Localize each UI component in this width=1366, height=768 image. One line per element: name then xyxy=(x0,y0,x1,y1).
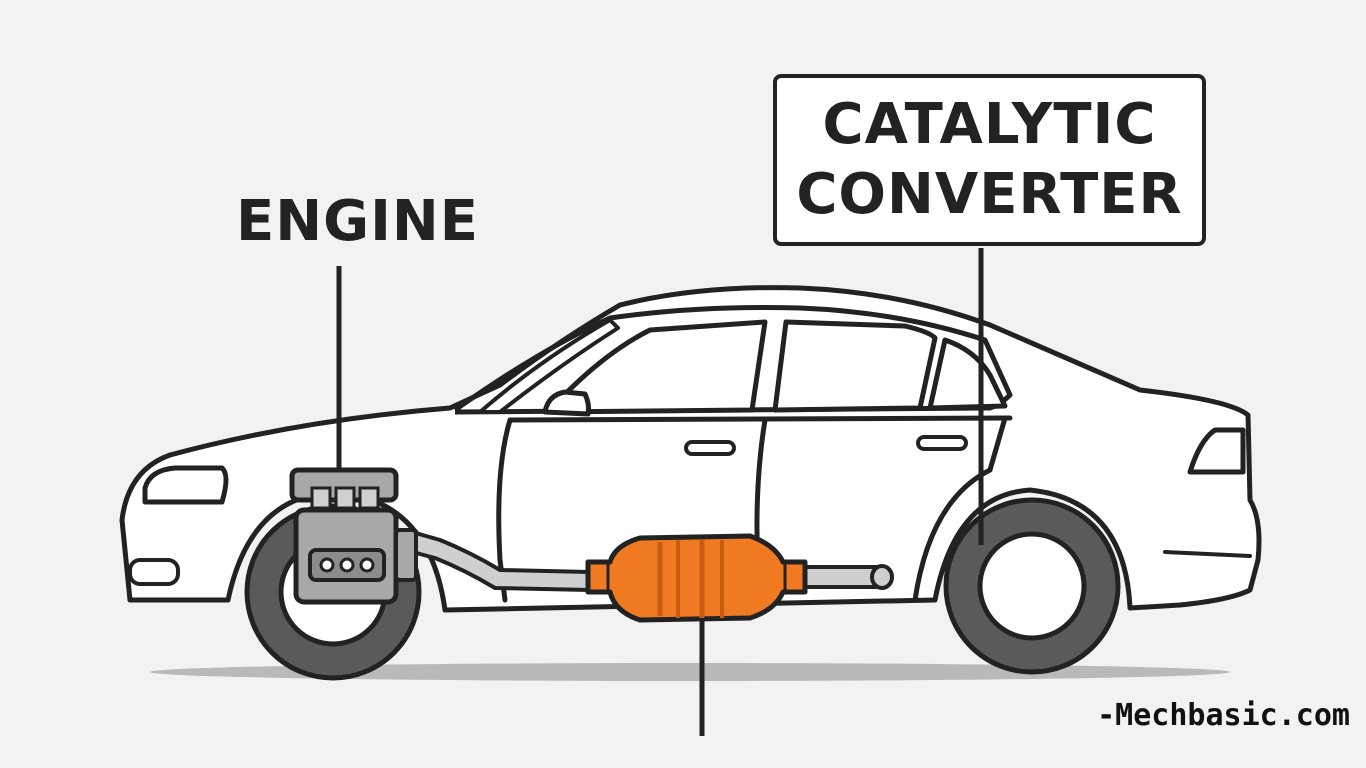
front-door-handle xyxy=(684,440,736,456)
rear-door-edge xyxy=(912,415,1008,603)
catalytic-converter-label-line1: CATALYTIC xyxy=(822,92,1157,157)
catalytic-converter xyxy=(585,533,808,623)
rear-window xyxy=(772,319,938,413)
taillight xyxy=(1187,427,1246,475)
ground-shadow xyxy=(150,663,1230,681)
engine-label: ENGINE xyxy=(236,189,480,254)
engine-block xyxy=(289,467,418,605)
rear-bumper-line xyxy=(1163,550,1252,558)
roof-line xyxy=(453,304,1013,415)
windshield xyxy=(478,318,620,414)
tailpipe-tip xyxy=(870,564,894,590)
watermark-text: -Mechbasic.com xyxy=(1097,698,1350,733)
rear-wheel xyxy=(943,497,1121,675)
front-door xyxy=(496,415,1013,603)
exhaust-pipe-rear xyxy=(798,565,882,589)
side-mirror xyxy=(542,389,592,417)
rear-door-handle xyxy=(916,435,968,451)
headlight xyxy=(142,465,229,505)
catalytic-converter-label-box: CATALYTIC CONVERTER xyxy=(773,74,1206,246)
quarter-window xyxy=(927,337,1008,411)
fog-light xyxy=(128,558,180,586)
catalytic-converter-label-line2: CONVERTER xyxy=(796,162,1183,227)
